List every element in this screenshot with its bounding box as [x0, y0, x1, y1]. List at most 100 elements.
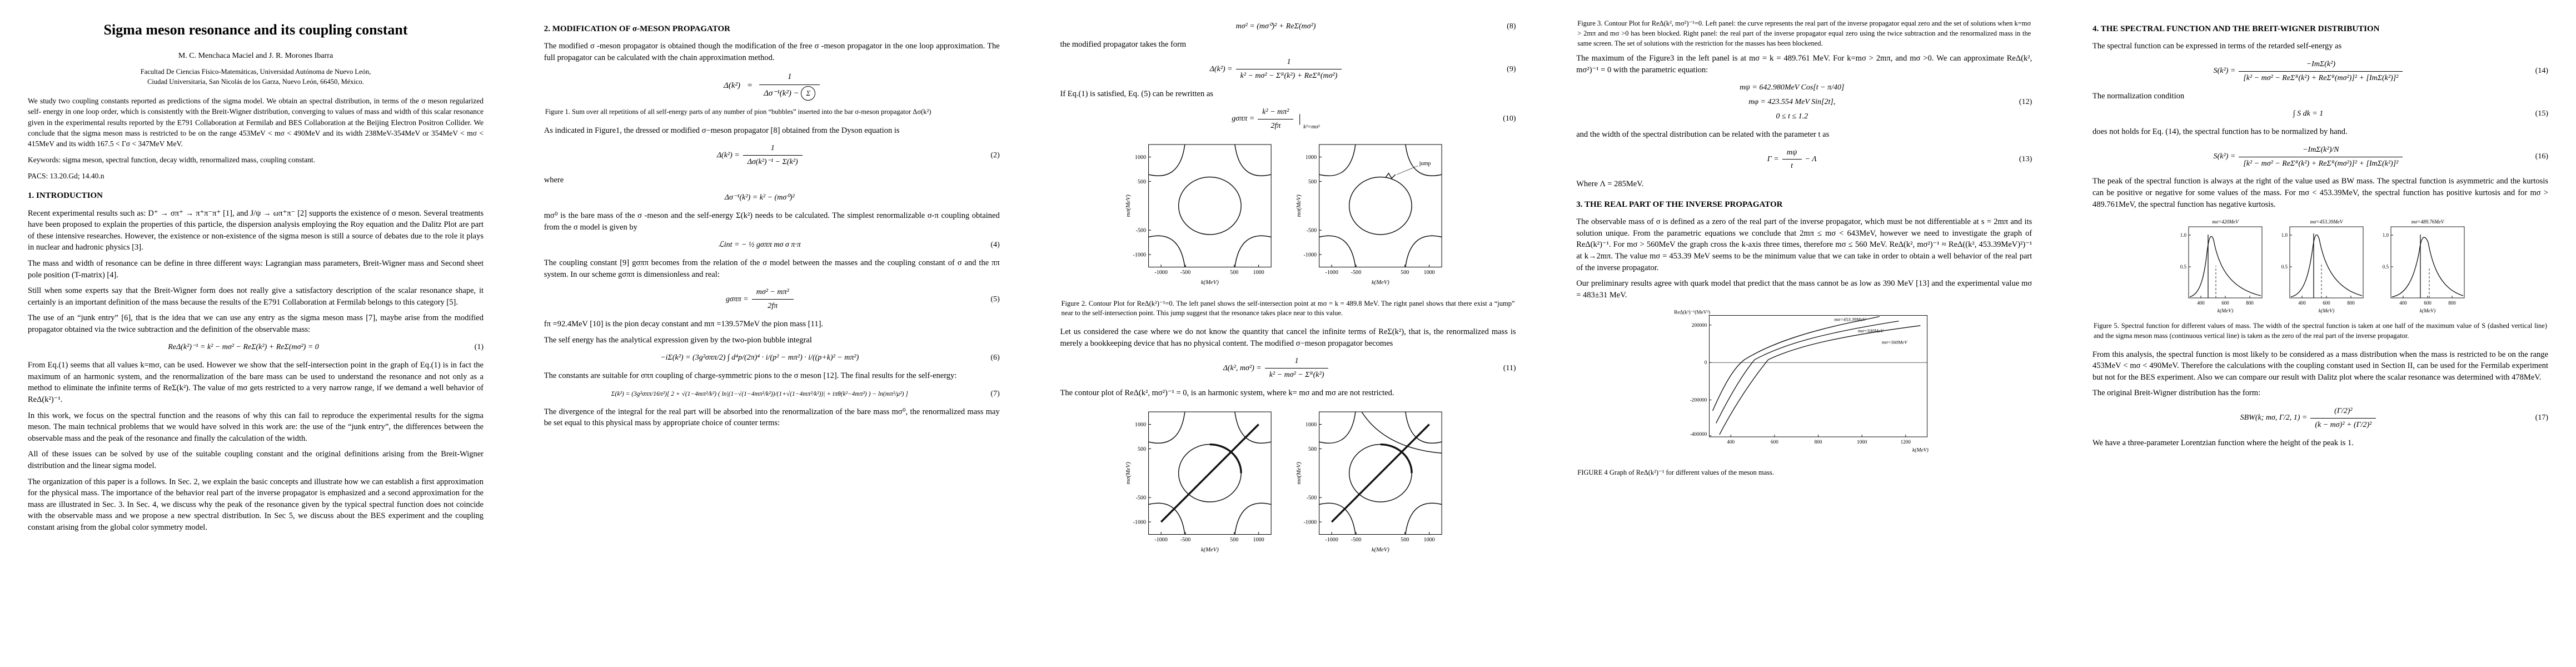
x-tick-label: 1000: [1423, 269, 1434, 275]
x-axis-label: k(MeV): [1371, 278, 1389, 285]
x-tick-label: -1000: [1325, 269, 1338, 275]
equation-6-body: −iΣ(k²) = (3g²σππ/2) ∫ d⁴p/(2π)⁴ · i/(p²…: [660, 354, 859, 362]
equation-16-lhs: S(k²) =: [2213, 152, 2236, 161]
equation-4: ℒint = − ½ gσππ mσ σ π·π (4): [544, 240, 1000, 251]
equation-16-fraction: −ImΣ(k²)/N [k² − mσ² − ReΣᴿ(k²) + ReΣᴿ(m…: [2239, 145, 2403, 170]
keywords: Keywords: sigma meson, spectral function…: [28, 156, 315, 165]
paragraph: If Eq.(1) is satisfied, Eq. (5) can be r…: [1060, 89, 1213, 99]
paragraph: All of these issues can be solved by use…: [28, 450, 484, 470]
paragraph: The coupling constant [9] gσππ becomes f…: [544, 258, 1000, 279]
equation-8-body: mσ² = (mσ⁰)² + ReΣ(mσ²): [1235, 22, 1316, 31]
figure-4-caption: FIGURE 4 Graph of ReΔ(k²)⁻¹ for differen…: [1577, 468, 1775, 476]
plot-frame: [2289, 226, 2364, 298]
equation-14: S(k²) = −ImΣ(k²) [k² − mσ² − ReΣᴿ(k²) + …: [2092, 59, 2548, 84]
equation-7-number: (7): [990, 389, 1000, 398]
equation-5-number: (5): [990, 295, 1000, 303]
inverse-propagator-graph: ReΔ(k²)⁻¹(MeV²) 200000 0 -200000 -400000…: [1674, 310, 1929, 454]
paragraph: The contour plot of ReΔ(k², mσ²)⁻¹ = 0, …: [1060, 388, 1394, 397]
figure-3-caption: Figure 3. Contour Plot for ReΔ(k², mσ²)⁻…: [1577, 19, 2031, 47]
x-tick-label: -1000: [1325, 536, 1338, 542]
y-axis-label: mσ(MeV): [1124, 194, 1131, 217]
paragraph: The observable mass of σ is defined as a…: [1576, 217, 2032, 272]
contour-curve: [1178, 176, 1242, 235]
panel-title: mσ=420MeV: [2212, 219, 2239, 225]
paragraph: From Eq.(1) seems that all values k=mσ, …: [28, 361, 484, 405]
y-tick-label: 1.0: [2180, 232, 2187, 238]
x-tick-label: 600: [2221, 300, 2229, 306]
y-tick-label: 1.0: [2383, 232, 2389, 238]
contour-branch: [1318, 144, 1356, 176]
x-tick-label: 1000: [1423, 536, 1434, 542]
equation-13-numerator: mψ: [1782, 147, 1802, 160]
equation-13-denominator: t: [1791, 162, 1793, 171]
figure-2-caption: Figure 2. Contour Plot for ReΔ(k²)⁻¹=0. …: [1061, 299, 1515, 317]
section-4-heading: 4. THE SPECTRAL FUNCTION AND THE BREIT-W…: [2092, 24, 2380, 33]
y-tick-label: 0: [1705, 360, 1707, 366]
paragraph: The spectral function can be expressed i…: [2092, 42, 2342, 51]
paragraph: Recent experimental results such as: D⁺ …: [28, 208, 484, 252]
curve-label: mσ=560MeV: [1882, 340, 1908, 345]
contour-plot-fig3-left: -1000 -500 500 1000 -1000 -500 500 1000 …: [1124, 411, 1272, 552]
x-tick-label: 1000: [1253, 536, 1264, 542]
contour-branch: [1148, 502, 1185, 535]
equation-5-denominator: 2fπ: [768, 302, 778, 311]
equation-4-body: ℒint = − ½ gσππ mσ σ π·π: [718, 241, 801, 250]
x-tick-label: 400: [2399, 300, 2407, 306]
section-3-heading: 3. THE REAL PART OF THE INVERSE PROPAGAT…: [1576, 200, 1783, 209]
paragraph: We have a three-parameter Lorentzian fun…: [2092, 438, 2354, 447]
blocked-contour-arc: [1209, 443, 1242, 473]
y-axis-label: mσ(MeV): [1124, 461, 1131, 484]
equation-8: mσ² = (mσ⁰)² + ReΣ(mσ²) (8): [1060, 21, 1516, 32]
equation-12-line-2: mφ = 423.554 MeV Sin[2t],: [1748, 98, 1836, 107]
equation-3-body: Δσ⁻¹(k²) = k² − (mσ⁰)²: [724, 193, 795, 202]
y-tick-label: 1.0: [2281, 232, 2288, 238]
equation-3: Δσ⁻¹(k²) = k² − (mσ⁰)²: [544, 192, 1000, 203]
x-tick-label: 500: [1401, 269, 1409, 275]
equation-14-number: (14): [2535, 67, 2548, 76]
equation-16-numerator: −ImΣ(k²)/N: [2239, 145, 2403, 157]
contour-branch: [1148, 144, 1185, 176]
x-tick-label: -1000: [1154, 269, 1168, 275]
pacs: PACS: 13.20.Gd; 14.40.n: [28, 172, 104, 181]
equation-13-number: (13): [2019, 155, 2032, 164]
equation-7: Σ(k²) = (3g²σππ/16π²)[ 2 + √(1−4mπ²/k²) …: [544, 389, 1000, 400]
y-tick-label: 1000: [1134, 154, 1145, 160]
evaluation-bar: |: [1298, 112, 1302, 126]
contour-branch: [1318, 411, 1356, 444]
equation-16-number: (16): [2535, 152, 2548, 161]
twice-subtraction-curve: [1361, 411, 1442, 454]
figure-5-panels: mσ=420MeV 1.0 0.5 400 600 800 k(MeV): [2092, 218, 2548, 317]
section-2-heading: 2. MODIFICATION OF σ-MESON PROPAGATOR: [544, 24, 730, 33]
column-2: 2. MODIFICATION OF σ-MESON PROPAGATOR Th…: [544, 14, 1000, 667]
equation-14-numerator: −ImΣ(k²): [2239, 59, 2403, 72]
equation-11-numerator: 1: [1264, 356, 1329, 369]
x-axis-label: k(MeV): [1371, 546, 1389, 552]
equation-2-lhs: Δ(k²) =: [716, 151, 740, 160]
y-tick-label: -500: [1306, 227, 1317, 233]
curve-label: mσ=453.39MeV: [1834, 317, 1866, 322]
plot-frame: [1318, 144, 1442, 267]
y-tick-label: 500: [1308, 178, 1316, 185]
contour-branch: [1148, 235, 1185, 267]
x-tick-label: 400: [1727, 440, 1735, 445]
figure-1: Δ(k²) = 1 Δσ⁻¹(k²) − Σ Figure 1. Sum ove…: [544, 71, 1000, 117]
equation-6-number: (6): [990, 354, 1000, 362]
contour-branch: [1234, 502, 1271, 535]
paragraph: The constants are suitable for σππ coupl…: [544, 371, 957, 381]
equation-11-number: (11): [1503, 364, 1516, 372]
equation-14-lhs: S(k²) =: [2213, 67, 2236, 76]
contour-branch: [1148, 411, 1185, 444]
contour-curve: [1348, 176, 1412, 235]
equation-2-body: Δ(k²) = 1 Δσ(k²)⁻¹ − Σ(k²): [544, 143, 975, 168]
x-axis-label: k(MeV): [1912, 447, 1929, 454]
equation-9-denominator: k² − mσ² − Σᴿ(k²) + ReΣᴿ(mσ²): [1240, 72, 1338, 81]
equation-11-denominator: k² − mσ² − Σᴿ(k²): [1269, 371, 1324, 380]
equation-12-line-1: mψ = 642.980MeV Cos[t − π/40]: [1740, 83, 1845, 92]
where-label: where: [544, 175, 564, 185]
x-axis-label: k(MeV): [1200, 546, 1218, 552]
equation-10-lhs: gσππ =: [1232, 115, 1255, 123]
y-tick-label: 500: [1137, 446, 1145, 452]
x-tick-label: 500: [1230, 269, 1238, 275]
equation-13-lhs: Γ =: [1767, 155, 1779, 164]
